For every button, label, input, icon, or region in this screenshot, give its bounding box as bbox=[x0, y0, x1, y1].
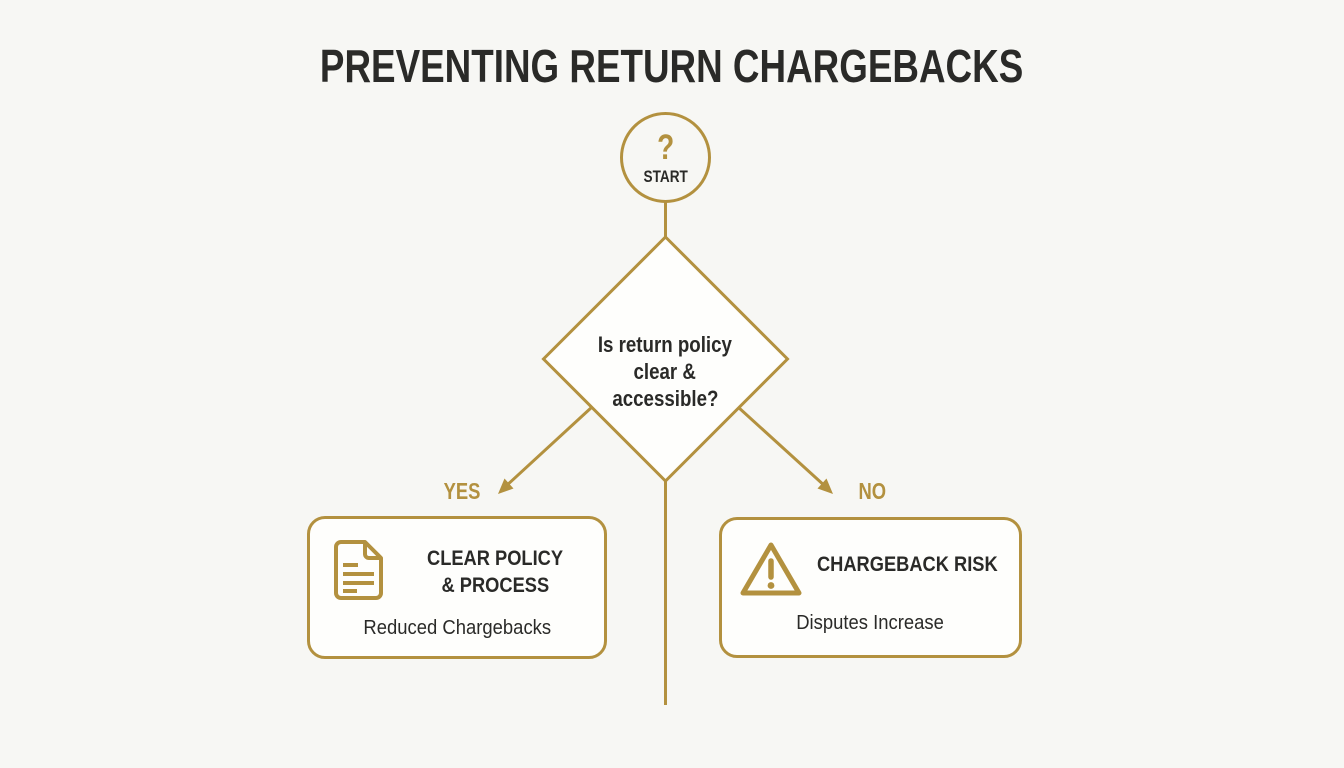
outcome-no-subtitle: Disputes Increase bbox=[796, 611, 945, 634]
warning-icon bbox=[740, 542, 802, 596]
outcome-box-no: CHARGEBACK RISK Disputes Increase bbox=[719, 517, 1022, 658]
decision-line-2: clear & bbox=[633, 359, 697, 384]
page-title-text: PREVENTING RETURN CHARGEBACKS bbox=[320, 40, 1024, 92]
outcome-yes-title-line2: & PROCESS bbox=[441, 572, 549, 597]
decision-question: Is return policy clear & accessible? bbox=[545, 331, 785, 412]
decision-line-3: accessible? bbox=[611, 386, 719, 411]
start-node: ? START bbox=[620, 112, 711, 203]
decision-line-1: Is return policy bbox=[597, 332, 733, 357]
outcome-yes-title: CLEAR POLICY & PROCESS bbox=[392, 545, 598, 598]
outcome-box-yes: CLEAR POLICY & PROCESS Reduced Chargebac… bbox=[307, 516, 607, 659]
no-branch-label: NO bbox=[858, 478, 886, 504]
page-title: PREVENTING RETURN CHARGEBACKS bbox=[0, 40, 1344, 92]
no-arrow bbox=[736, 405, 828, 489]
outcome-no-title: CHARGEBACK RISK bbox=[817, 552, 998, 576]
yes-arrowhead bbox=[498, 478, 514, 494]
question-mark-icon: ? bbox=[656, 127, 675, 167]
no-arrowhead bbox=[817, 478, 833, 494]
yes-branch-label: YES bbox=[443, 478, 481, 504]
yes-arrow bbox=[503, 405, 594, 489]
start-label: START bbox=[643, 166, 688, 186]
document-icon bbox=[334, 540, 383, 600]
outcome-yes-title-line1: CLEAR POLICY bbox=[426, 546, 564, 570]
outcome-yes-subtitle: Reduced Chargebacks bbox=[363, 616, 551, 639]
